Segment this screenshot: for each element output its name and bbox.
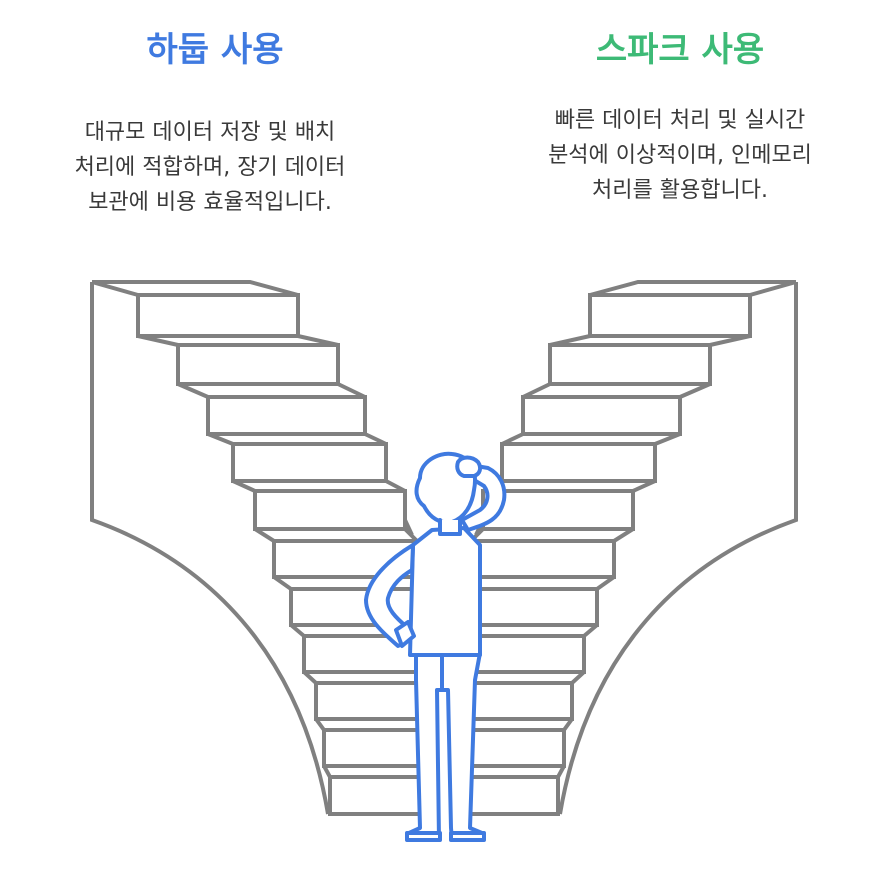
stair-step — [466, 728, 566, 768]
stair-step — [314, 681, 422, 721]
spark-desc-line: 처리를 활용합니다. — [592, 178, 768, 203]
stair-step — [136, 293, 300, 338]
staircase-outline — [90, 280, 330, 815]
person-neck — [438, 518, 462, 536]
hadoop-desc-line: 처리에 적합하며, 장기 데이터 — [74, 155, 346, 180]
stair-step — [500, 442, 657, 483]
person-right-leg — [440, 651, 484, 842]
stair-step — [176, 343, 340, 386]
person-left-shoe — [405, 831, 442, 842]
stair-step — [231, 442, 388, 483]
hadoop-title: 하둡 사용 — [146, 30, 284, 70]
stair-step — [322, 728, 422, 768]
spark-description: 빠른 데이터 처리 및 실시간 분석에 이상적이며, 인메모리 처리를 활용합니… — [480, 103, 880, 208]
person-thinking-icon — [364, 451, 507, 842]
stair-edge — [403, 519, 414, 536]
hadoop-desc-line: 대규모 데이터 저장 및 배치 — [84, 120, 336, 145]
left-staircase-icon — [90, 280, 422, 816]
hadoop-desc-line: 보관에 비용 효율적입니다. — [88, 190, 332, 215]
hadoop-description: 대규모 데이터 저장 및 배치 처리에 적합하며, 장기 데이터 보관에 비용 … — [10, 115, 410, 220]
spark-desc-line: 분석에 이상적이며, 인메모리 — [548, 143, 812, 168]
stair-step — [466, 587, 599, 627]
person-right-arm — [460, 464, 507, 532]
person-left-hand — [394, 620, 416, 648]
stair-step — [548, 343, 712, 386]
spark-title: 스파크 사용 — [595, 30, 765, 70]
stair-step — [206, 395, 367, 436]
stair-step — [328, 775, 422, 816]
person-right-shoe — [449, 831, 486, 842]
stair-tread — [177, 382, 366, 399]
stair-step — [466, 634, 586, 674]
stair-step — [588, 293, 752, 338]
stair-step — [466, 681, 574, 721]
stair-step — [469, 539, 616, 579]
right-staircase-icon — [466, 280, 798, 816]
stair-tread — [522, 382, 711, 399]
spark-desc-line: 빠른 데이터 처리 및 실시간 — [554, 108, 806, 133]
stair-step — [466, 775, 560, 816]
stair-step — [521, 395, 682, 436]
staircase-outline — [558, 280, 798, 815]
person-torso — [408, 526, 482, 657]
stair-step — [253, 489, 407, 531]
person-right-hand — [455, 455, 483, 478]
